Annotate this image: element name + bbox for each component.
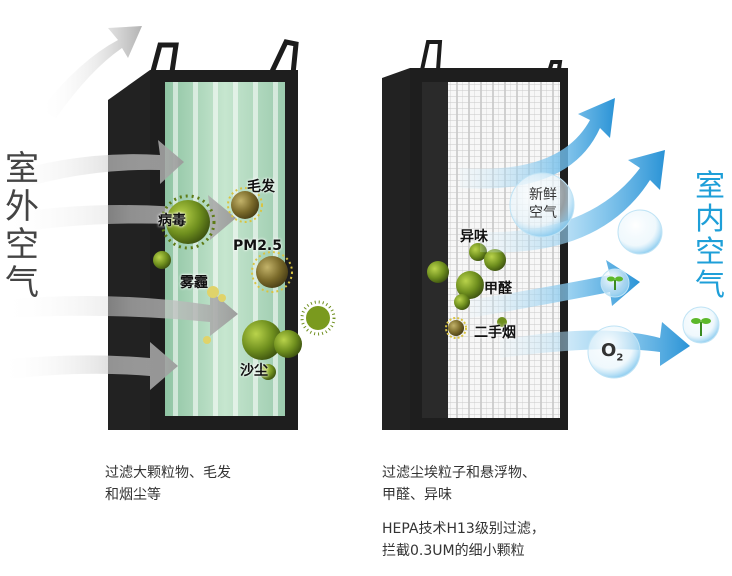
outdoor-air-label: 室 外 空 气 bbox=[2, 150, 42, 302]
sprout-bubble-1 bbox=[600, 268, 630, 298]
coarse-caption-line-2: 和烟尘等 bbox=[105, 487, 161, 503]
fresh-air-line-1: 新鲜 bbox=[529, 187, 557, 203]
label-odor: 异味 bbox=[460, 229, 488, 245]
hepa-tech-caption: HEPA技术H13级别过滤， 拦截0.3UM的细小颗粒 bbox=[382, 518, 545, 562]
label-pm25: PM2.5 bbox=[233, 238, 282, 254]
indoor-char-4: 气 bbox=[695, 268, 725, 303]
indoor-char-1: 室 bbox=[695, 169, 725, 204]
indoor-air-arrows bbox=[460, 98, 690, 366]
particle-smog bbox=[203, 286, 226, 344]
outdoor-char-1: 室 bbox=[5, 149, 39, 189]
indoor-char-3: 空 bbox=[695, 235, 725, 270]
particle-pm25 bbox=[251, 251, 293, 293]
label-formaldehyde: 甲醛 bbox=[484, 281, 512, 297]
coarse-caption-line-1: 过滤大颗粒物、毛发 bbox=[105, 465, 231, 481]
o2-bubble bbox=[587, 325, 641, 379]
particle-dust bbox=[242, 300, 336, 380]
outdoor-char-3: 空 bbox=[5, 225, 39, 265]
o2-text: O2 bbox=[601, 340, 623, 364]
particle-hair bbox=[227, 187, 263, 223]
outdoor-air-arrows bbox=[0, 26, 238, 390]
indoor-air-label: 室 内 空 气 bbox=[690, 170, 730, 302]
hepa-filter-caption: 过滤尘埃粒子和悬浮物、 甲醛、异味 bbox=[382, 462, 536, 506]
hepa-caption-line-2: 甲醛、异味 bbox=[382, 487, 452, 503]
fresh-air-text: 新鲜 空气 bbox=[522, 186, 564, 222]
o2-subscript: 2 bbox=[616, 352, 624, 364]
label-smog: 雾霾 bbox=[180, 275, 208, 291]
sprout-bubble-2 bbox=[682, 306, 720, 344]
label-virus: 病毒 bbox=[158, 213, 186, 229]
fresh-air-bubble bbox=[509, 172, 575, 238]
indoor-char-2: 内 bbox=[695, 202, 725, 237]
hepa-caption-line-1: 过滤尘埃粒子和悬浮物、 bbox=[382, 465, 536, 481]
coarse-filter bbox=[108, 39, 299, 430]
particle-smoke bbox=[445, 317, 507, 339]
small-bubble bbox=[617, 209, 663, 255]
particle-formaldehyde bbox=[427, 261, 484, 310]
outdoor-char-2: 外 bbox=[5, 187, 39, 227]
label-smoke: 二手烟 bbox=[474, 325, 516, 341]
particle-virus bbox=[153, 194, 216, 269]
outdoor-char-4: 气 bbox=[5, 263, 39, 303]
coarse-filter-caption: 过滤大颗粒物、毛发 和烟尘等 bbox=[105, 462, 231, 506]
label-hair: 毛发 bbox=[247, 179, 275, 195]
fresh-air-line-2: 空气 bbox=[529, 205, 557, 221]
hepa-tech-line-1: HEPA技术H13级别过滤， bbox=[382, 521, 545, 537]
hepa-tech-line-2: 拦截0.3UM的细小颗粒 bbox=[382, 543, 525, 559]
o2-symbol: O bbox=[601, 340, 617, 361]
label-dust: 沙尘 bbox=[240, 363, 268, 379]
